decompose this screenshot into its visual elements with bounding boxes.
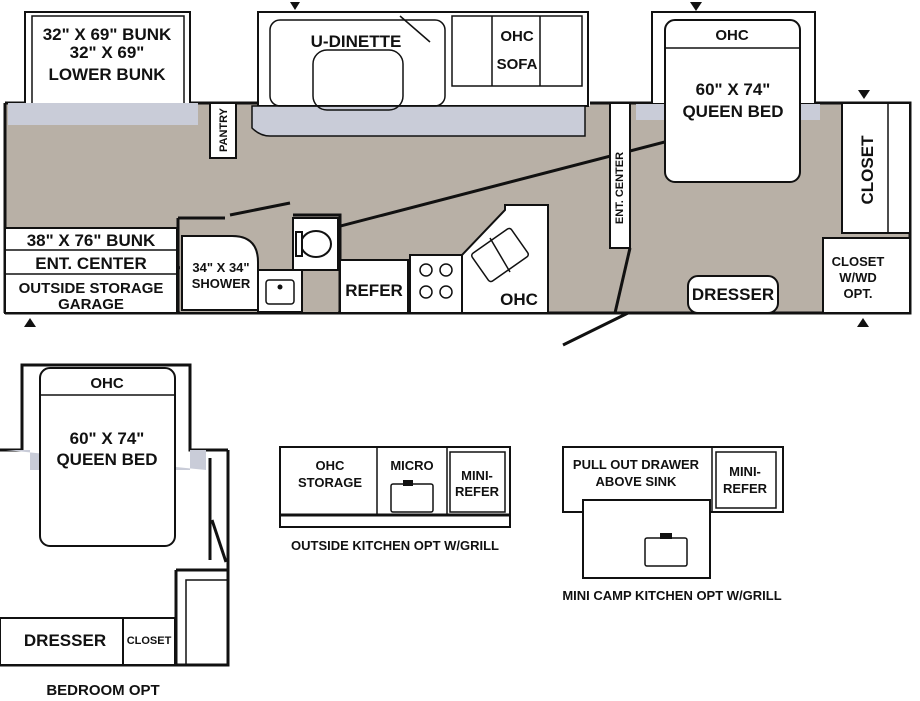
ok-storage-label: STORAGE: [298, 475, 362, 490]
bunk-cushion: [8, 103, 198, 125]
mc-pullout-drawer: [582, 499, 711, 579]
closet-wd-label-2: W/WD: [839, 270, 877, 285]
bathroom-vanity: [257, 269, 303, 313]
dinette-cushion: [251, 105, 586, 137]
closet-wd-label-3: OPT.: [844, 286, 873, 301]
mc-faucet-icon: [660, 533, 672, 539]
mini-camp-kitchen-option: PULL OUT DRAWER ABOVE SINK MINI- REFER M…: [562, 446, 784, 603]
outside-kitchen-caption: OUTSIDE KITCHEN OPT W/GRILL: [291, 538, 499, 553]
sofa: [451, 15, 583, 87]
bathroom-sink: [265, 279, 295, 305]
door-marker-icon: [858, 90, 870, 99]
ohc-kitchen-label: OHC: [500, 290, 538, 309]
pantry: [209, 102, 237, 159]
opt-queen-bed-label: 60" X 74": [70, 429, 145, 448]
ok-faucet-icon: [403, 480, 413, 486]
dinette-divider: [399, 15, 431, 43]
stove: [409, 254, 463, 314]
shower-label-2: SHOWER: [192, 276, 251, 291]
shower-label: 34" X 34": [192, 260, 249, 275]
refer-label: REFER: [345, 281, 403, 300]
slide-marker-icon: [690, 2, 702, 11]
opt-ohc-label: OHC: [90, 375, 124, 392]
outside-kitchen-option: OHC STORAGE MICRO MINI- REFER OUTSIDE KI…: [279, 446, 511, 553]
u-dinette-bench: [269, 19, 446, 107]
burner-icon: [419, 263, 433, 277]
dinette-slide: [257, 11, 589, 107]
bunk-upper-label-2: 32" X 69": [70, 43, 145, 62]
slide-marker-icon: [290, 2, 300, 10]
mini-camp-caption: MINI CAMP KITCHEN OPT W/GRILL: [562, 588, 781, 603]
closet-wd: [822, 237, 911, 314]
mc-pull-out-label: PULL OUT DRAWER: [573, 457, 700, 472]
rear-bunk-storage: [4, 227, 178, 314]
opt-door-swing: [210, 519, 228, 563]
closet: [841, 102, 911, 234]
door-marker-icon: [857, 318, 869, 327]
dresser: [687, 275, 779, 314]
opt-ent-box: [185, 579, 229, 666]
door-marker-icon: [24, 318, 36, 327]
outside-storage-label: OUTSIDE STORAGE: [19, 280, 164, 297]
mc-above-sink-label: ABOVE SINK: [596, 474, 678, 489]
ok-ohc-label: OHC: [316, 458, 346, 473]
ok-mini-refer-box: [449, 451, 506, 513]
garage-label: GARAGE: [58, 296, 124, 313]
kitchen-island: [461, 204, 549, 314]
kitchen-sink: [471, 227, 529, 283]
bedroom-partition: [613, 247, 632, 314]
closet-label: CLOSET: [858, 135, 877, 205]
ok-micro-label: MICRO: [390, 458, 433, 473]
faucet-icon: [277, 284, 283, 290]
bunk-38-label: 38" X 76" BUNK: [27, 231, 156, 250]
u-dinette-label: U-DINETTE: [311, 32, 402, 51]
bedroom-option-plan: OHC 60" X 74" QUEEN BED DRESSER CLOSET B…: [0, 363, 230, 699]
burner-icon: [419, 285, 433, 299]
lower-bunk-label: LOWER BUNK: [48, 65, 166, 84]
ohc-sofa-label: OHC: [500, 28, 534, 45]
mc-mini-refer-box: [715, 451, 777, 509]
opt-queen-bed-label-2: QUEEN BED: [56, 450, 157, 469]
toilet: [300, 230, 332, 258]
opt-closet: [122, 617, 176, 666]
opt-dresser: [0, 617, 124, 666]
queen-bed-label-2: QUEEN BED: [682, 102, 783, 121]
closet-wd-label: CLOSET: [832, 254, 885, 269]
burner-icon: [439, 263, 453, 277]
ok-mini-label: MINI-: [461, 468, 493, 483]
opt-closet-label: CLOSET: [127, 635, 172, 647]
ent-center-vertical: [609, 102, 631, 249]
mc-mini-label: MINI-: [729, 464, 761, 479]
ok-refer-label: REFER: [455, 484, 500, 499]
queen-bed-label: 60" X 74": [696, 80, 771, 99]
dinette-table: [312, 49, 404, 111]
ent-center-label: ENT. CENTER: [35, 254, 146, 273]
bunk-slide: [24, 11, 191, 109]
bunk-upper-label: 32" X 69" BUNK: [43, 25, 172, 44]
toilet-tank: [295, 231, 303, 257]
dresser-label: DRESSER: [692, 285, 774, 304]
queen-bed: [664, 19, 801, 183]
ent-center-vertical-label: ENT. CENTER: [614, 152, 626, 224]
main-floor-plan: 32" X 69" BUNK 32" X 69" LOWER BUNK U-DI…: [3, 2, 912, 347]
entry-door-swing: [562, 311, 629, 347]
opt-dresser-label: DRESSER: [24, 631, 106, 650]
mc-refer-label: REFER: [723, 481, 768, 496]
burner-icon: [439, 285, 453, 299]
pantry-label: PANTRY: [218, 107, 230, 152]
refrigerator: [339, 259, 409, 314]
bathroom-door-swing: [229, 201, 291, 217]
sink-divider: [489, 237, 511, 273]
ohc-bedroom-label: OHC: [715, 27, 749, 44]
bedroom-opt-caption: BEDROOM OPT: [46, 682, 159, 699]
opt-queen-bed: [39, 367, 176, 547]
sofa-label: SOFA: [497, 56, 538, 73]
